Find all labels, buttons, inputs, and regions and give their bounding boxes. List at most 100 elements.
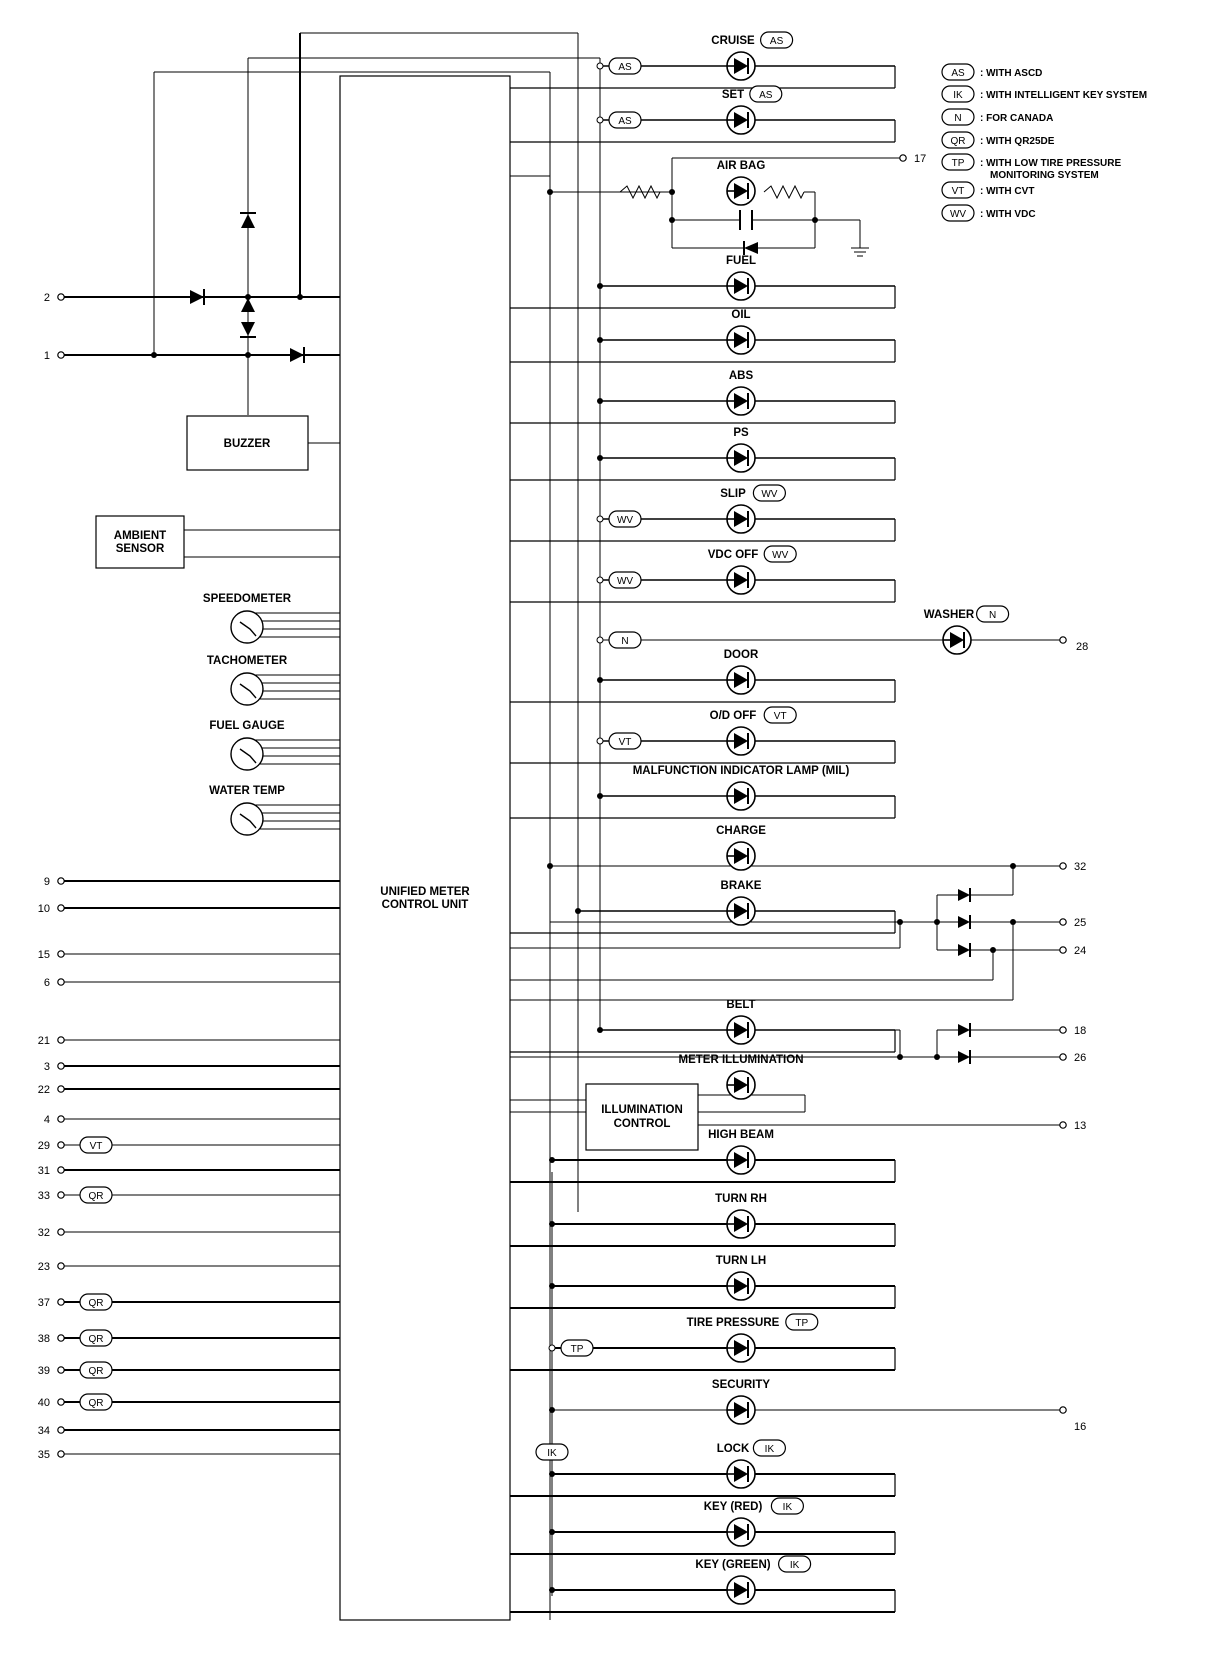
lamp-tag-wv-text: WV [761, 489, 777, 500]
left-terminal-21: 21 [38, 1035, 340, 1047]
lamp-abs: ABS [510, 370, 896, 424]
terminal-13: 13 [1074, 1120, 1086, 1132]
lamp-label: SET [722, 89, 744, 101]
lamp-label: LOCK [717, 1443, 750, 1455]
left-terminal-15: 15 [38, 949, 340, 961]
lamp-high-beam: HIGH BEAM [510, 1129, 896, 1183]
fuel-gauge: FUEL GAUGE [209, 720, 340, 771]
lamp-tag-tp-text: TP [795, 1318, 808, 1329]
lamp-label: OIL [731, 309, 750, 321]
lamp-label: WASHER [924, 609, 975, 621]
legend-code-text: WV [950, 209, 966, 220]
terminal-number: 29 [38, 1140, 50, 1152]
legend-item-wv: WV: WITH VDC [941, 204, 1036, 222]
belt-diode-network [510, 800, 1067, 1064]
wire-tag-as-text: AS [618, 116, 632, 127]
lamp-fuel: FUEL [510, 255, 896, 309]
legend-item-ik: IK: WITH INTELLIGENT KEY SYSTEM [941, 85, 1147, 103]
gauge-label-fuel: FUEL GAUGE [209, 720, 285, 732]
legend-item-as: AS : WITH ASCD [941, 63, 1042, 81]
lamp-icon [726, 781, 756, 811]
left-terminal-34: 34 [38, 1425, 340, 1437]
legend-code-text: TP [952, 158, 965, 169]
terminal-number: 2 [44, 292, 50, 304]
wire-tag-ik: IK [535, 1443, 569, 1461]
terminal-number: 34 [38, 1425, 50, 1437]
legend-text: : WITH CVT [980, 186, 1034, 197]
terminal-tag-vt-text: VT [90, 1141, 103, 1152]
terminal-tag-qr: QR [79, 1186, 113, 1204]
lamp-label: CHARGE [716, 825, 766, 837]
water-temp-gauge: WATER TEMP [209, 785, 340, 836]
lamp-oil: OIL [510, 309, 896, 363]
lamp-key-green: KEY (GREEN)IK [510, 1555, 896, 1613]
legend-code: QR [941, 131, 975, 149]
terminal-number: 21 [38, 1035, 50, 1047]
left-terminal-22: 22 [38, 1084, 340, 1096]
legend-code: AS [941, 63, 975, 81]
lamp-tag-ik-text: IK [765, 1444, 775, 1455]
lamp-icon [726, 176, 756, 206]
lamp-icon [726, 726, 756, 756]
wire-tag-n-text: N [621, 636, 628, 647]
lamp-air-bag: AIR BAG [510, 160, 766, 206]
lamp-tag-n-text: N [989, 610, 996, 621]
lamp-label: TIRE PRESSURE [687, 1317, 780, 1329]
wire-tag-tp-text: TP [571, 1344, 584, 1355]
illumination-control-label-1: ILLUMINATION [601, 1104, 683, 1116]
left-terminal-9: 9 [44, 876, 340, 888]
terminal-number: 4 [44, 1114, 50, 1126]
terminal-number: 31 [38, 1165, 50, 1177]
terminal-24: 24 [1074, 945, 1086, 957]
lamp-label: O/D OFF [710, 710, 757, 722]
terminal-25: 25 [1074, 917, 1086, 929]
lamp-tag-ik: IK [770, 1497, 805, 1515]
lamp-icon [726, 1333, 756, 1363]
lamp-label: MALFUNCTION INDICATOR LAMP (MIL) [633, 765, 850, 777]
terminal-17: 17 [914, 153, 926, 165]
legend-item-vt: VT : WITH CVT [941, 181, 1034, 199]
lamp-tag-ik-text: IK [783, 1502, 793, 1513]
terminal-28: 28 [1076, 641, 1088, 653]
lamp-tag-wv-text: WV [772, 550, 788, 561]
wire-tag-vt: VT [608, 732, 642, 750]
terminal-number: 22 [38, 1084, 50, 1096]
terminal-number: 35 [38, 1449, 50, 1461]
terminal-18: 18 [1074, 1025, 1086, 1037]
terminal-number: 1 [44, 350, 50, 362]
left-terminal-35: 35 [38, 1449, 340, 1461]
lamp-icon [726, 386, 756, 416]
lamp-icon [726, 325, 756, 355]
left-terminal-29: 29 VT [38, 1136, 340, 1154]
lamp-icon [726, 1015, 756, 1045]
lamp-label: KEY (RED) [704, 1501, 763, 1513]
terminal-tag-qr-text: QR [89, 1334, 104, 1345]
lamp-charge: CHARGE [716, 825, 766, 871]
lamp-turn-lh: TURN LH [510, 1255, 896, 1309]
left-terminal-31: 31 [38, 1165, 340, 1177]
terminal-number: 6 [44, 977, 50, 989]
legend-code: N [941, 108, 975, 126]
terminal-tag-qr-text: QR [89, 1298, 104, 1309]
terminal-tag-qr: QR [79, 1329, 113, 1347]
legend-text: : WITH ASCD [980, 68, 1042, 79]
lamp-label: AIR BAG [717, 160, 766, 172]
lamp-tire-pressure: TIRE PRESSURE TP TP [510, 1313, 896, 1371]
wire-tag-wv-text: WV [617, 576, 633, 587]
speedometer-icon [230, 610, 264, 644]
lamp-ps: PS [510, 427, 896, 481]
terminal-tag-qr: QR [79, 1293, 113, 1311]
wire-tag-wv: WV [608, 571, 642, 589]
wire-tag-wv-text: WV [617, 515, 633, 526]
legend-text: : WITH LOW TIRE PRESSURE [980, 158, 1121, 169]
legend-code: WV [941, 204, 975, 222]
legend-code: VT [941, 181, 975, 199]
